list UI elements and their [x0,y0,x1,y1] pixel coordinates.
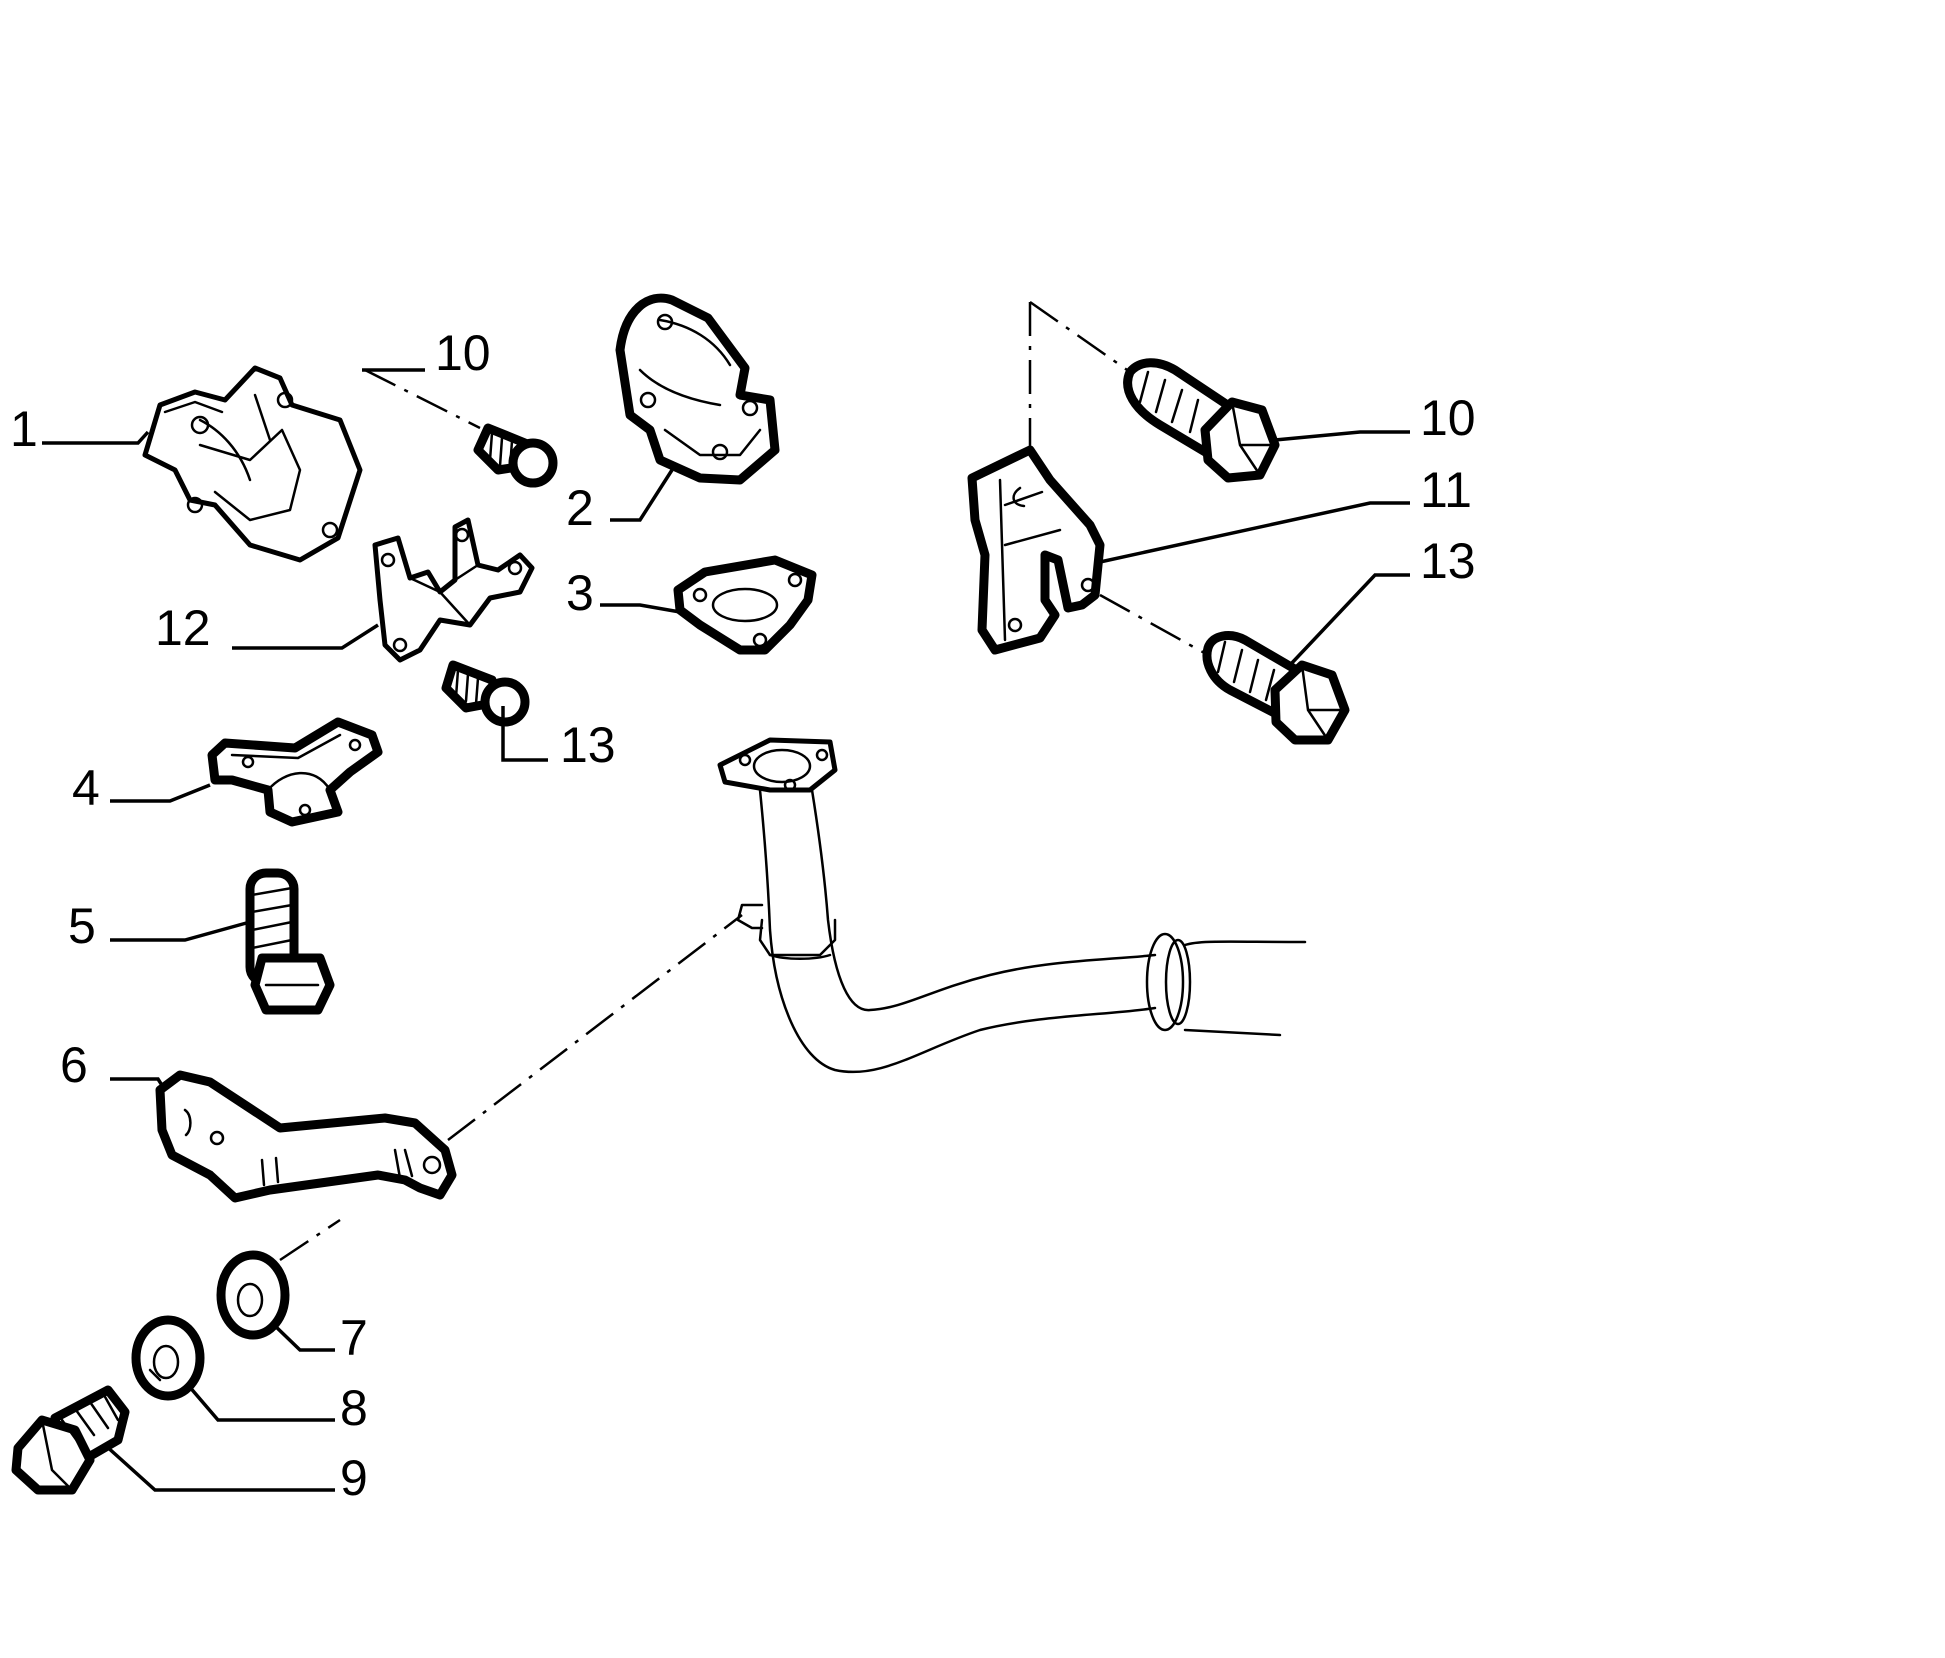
part-13-bolt-left [441,660,530,727]
callout-5: 5 [68,898,96,954]
part-11-bracket-plate [967,445,1105,655]
callout-2: 2 [566,480,594,536]
part-9-hex-bolt [11,1385,130,1495]
part-12-bracket [372,517,535,663]
part-7-washer [216,1250,290,1340]
callout-1: 1 [10,401,38,457]
alignment-lines [279,300,1209,1262]
part-5-bolt [245,868,335,1015]
callout-4: 4 [72,760,100,816]
callout-11: 11 [1420,462,1472,518]
part-6-support-strap [155,1070,457,1203]
callout-12: 12 [155,600,211,656]
callout-13-left: 13 [560,717,616,773]
callout-7: 7 [340,1310,368,1366]
part-3-gasket [673,555,817,655]
part-10-bolt-upper-left [473,423,558,488]
leader-lines [42,368,1410,1492]
part-8-spring-washer [131,1315,205,1401]
callout-10-right: 10 [1420,390,1476,446]
callout-labels: 1 2 3 4 5 6 7 8 9 10 10 11 12 13 13 [10,325,1476,1506]
callout-9: 9 [340,1450,368,1506]
part-4-clamp [207,717,383,827]
part-2-flange-elbow [615,293,780,485]
callout-10-upper-left: 10 [435,325,491,381]
callout-6: 6 [60,1037,88,1093]
part-1-manifold-elbow [142,365,363,563]
exhaust-down-pipe [717,737,1307,1074]
callout-8: 8 [340,1380,368,1436]
part-10-bolt-right [1123,358,1280,483]
callout-3: 3 [566,565,594,621]
part-13-bolt-right [1202,631,1350,745]
callout-13-right: 13 [1420,533,1476,589]
